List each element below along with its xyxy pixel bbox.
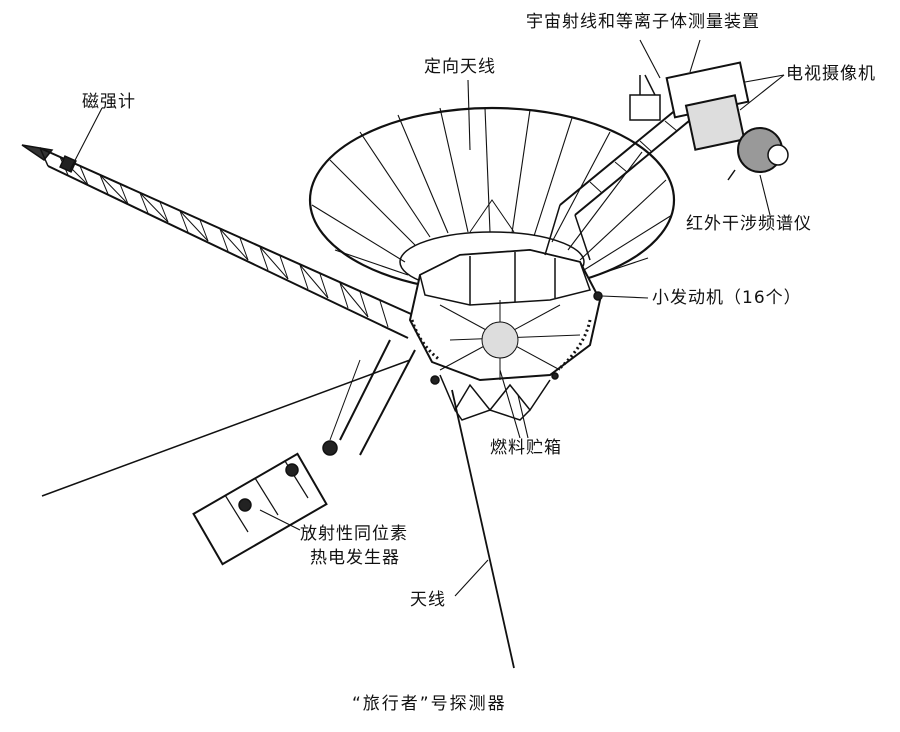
label-thrusters: 小发动机（16个） — [652, 288, 802, 308]
label-antenna: 天线 — [410, 590, 446, 610]
diagram-caption: “旅行者”号探测器 — [352, 694, 507, 714]
label-cosmic-ray-plasma: 宇宙射线和等离子体测量装置 — [526, 12, 760, 32]
thrusters — [430, 291, 603, 385]
rtg-boom — [192, 339, 416, 566]
label-magnetometer: 磁强计 — [82, 92, 136, 112]
spacecraft-bus — [408, 248, 602, 382]
label-tv-camera: 电视摄像机 — [786, 64, 876, 84]
label-high-gain-antenna: 定向天线 — [424, 57, 496, 77]
label-rtg-line1: 放射性同位素 — [300, 524, 408, 544]
science-boom — [544, 61, 789, 261]
label-fuel-tank: 燃料贮箱 — [490, 438, 562, 458]
leader-lines — [69, 39, 785, 597]
magnetometer-boom — [21, 144, 421, 339]
label-rtg-line2: 热电发生器 — [310, 548, 400, 568]
label-ir-spectrometer: 红外干涉频谱仪 — [686, 214, 812, 234]
whip-antennas — [41, 359, 515, 669]
